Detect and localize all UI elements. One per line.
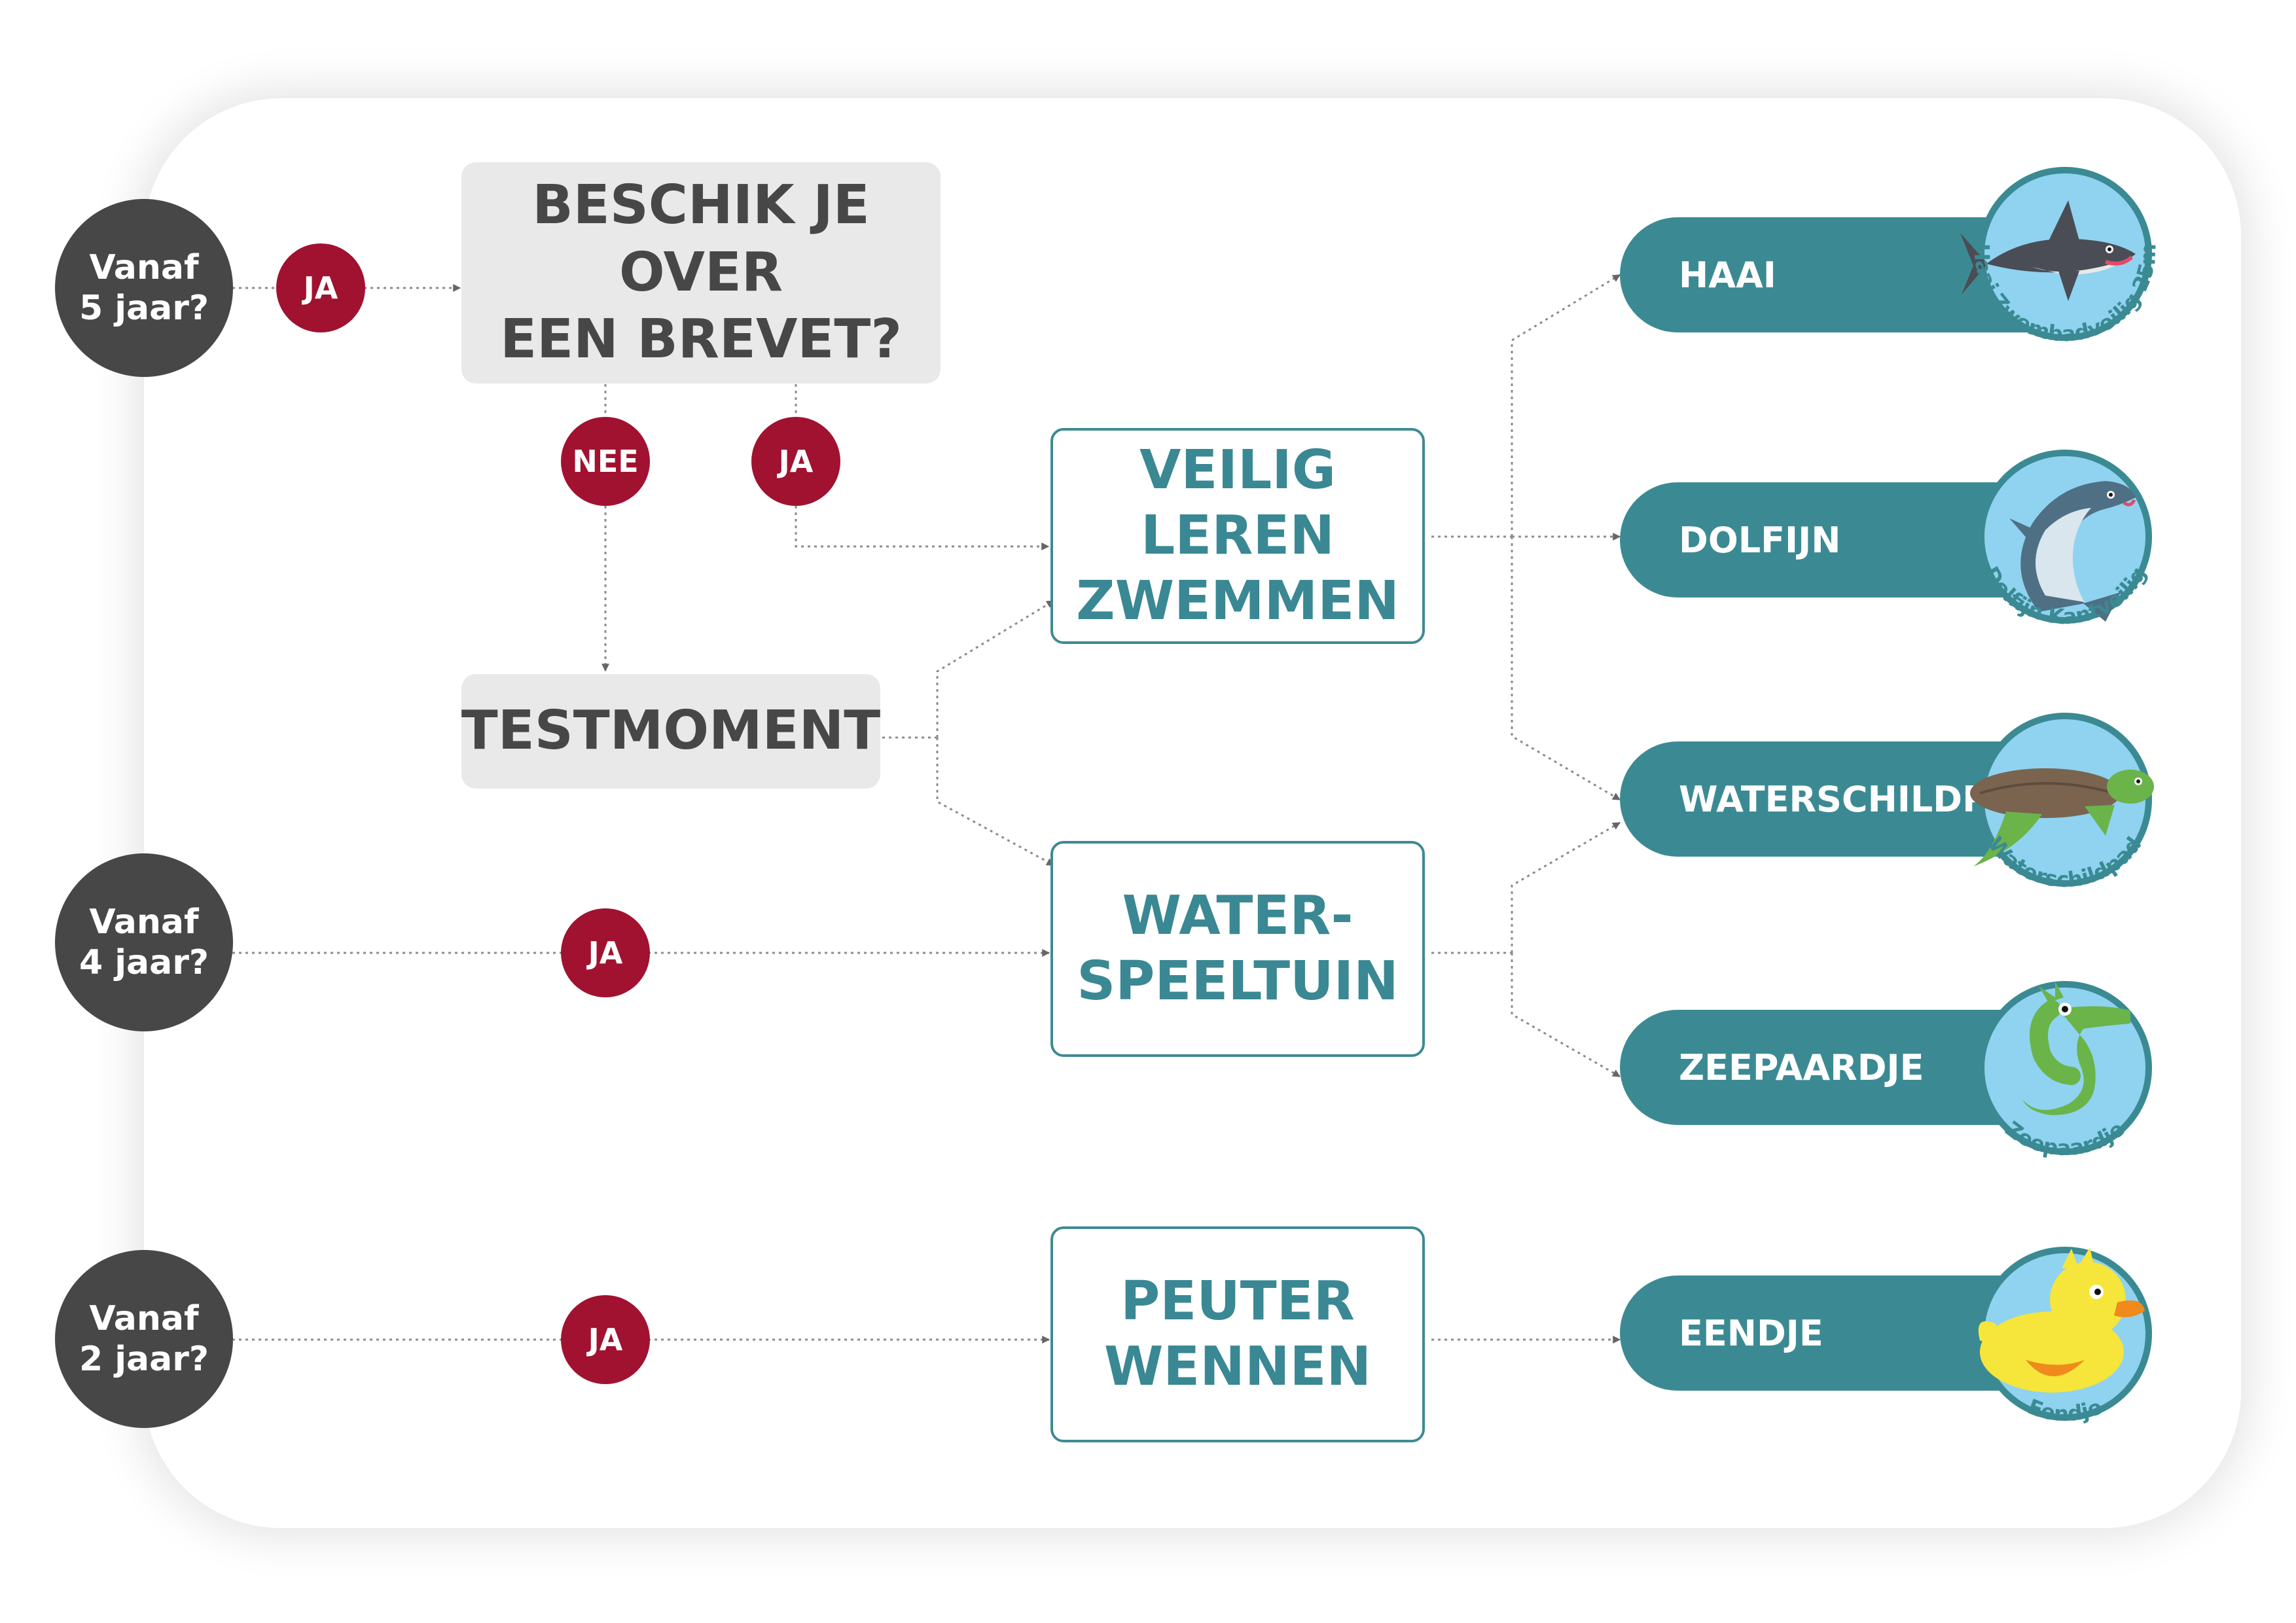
level-veilig-leren-zwemmen: VEILIG LEREN ZWEMMEN: [1050, 428, 1425, 644]
question-testmoment: TESTMOMENT: [461, 674, 880, 789]
answer-ja-age2: JA: [561, 1295, 650, 1384]
line-to-haai: [1511, 274, 1621, 537]
line-to-zeepaardje: [1511, 953, 1621, 1078]
badge-zeepaardje: ZEEPAARDJE: [1620, 1010, 2039, 1125]
seahorse-icon: [2022, 982, 2130, 1115]
badge-dolfijn: DOLFIJN: [1620, 482, 2039, 597]
badge-eendje-label: EENDJE: [1679, 1312, 1823, 1354]
badge-haai-label: HAAI: [1679, 254, 1776, 296]
line-water-to-waterschildpad: [1511, 821, 1621, 953]
medal-zeepaardje: Zeepaardje: [1978, 981, 2152, 1160]
badge-zeepaardje-label: ZEEPAARDJE: [1679, 1046, 1924, 1088]
question-brevet: BESCHIK JE OVER EEN BREVET?: [461, 162, 941, 383]
answer-nee-brevet: NEE: [561, 417, 650, 506]
answer-ja-age4: JA: [561, 908, 650, 997]
turtle-icon: [1970, 768, 2154, 866]
line-ja-veilig: [795, 506, 1050, 550]
level-peuter-wennen: PEUTER WENNEN: [1050, 1226, 1425, 1442]
level-waterspeeltuin: WATER- SPEELTUIN: [1050, 841, 1425, 1057]
badge-haai: HAAI: [1620, 217, 2039, 332]
line-veilig-to-waterschildpad: [1511, 537, 1621, 801]
medal-eendje: Eendje: [1978, 1247, 2152, 1426]
medal-waterschildpad: Waterschildpad: [1970, 713, 2154, 892]
answer-ja-brevet: JA: [751, 417, 840, 506]
age-4-circle: Vanaf 4 jaar?: [55, 853, 233, 1031]
badge-dolfijn-label: DOLFIJN: [1679, 519, 1841, 561]
age-2-circle: Vanaf 2 jaar?: [55, 1250, 233, 1428]
medal-dolfijn: Dolfijn Kantveilig: [1978, 450, 2152, 630]
badge-waterschildpad: WATERSCHILDPAD: [1620, 741, 2041, 857]
medal-haai: Haai Zwembadveilig 25m: [1960, 167, 2161, 346]
line-test-veilig: [936, 599, 1055, 738]
shark-icon: [1960, 200, 2136, 301]
age-5-circle: Vanaf 5 jaar?: [55, 199, 233, 377]
dolphin-icon: [2009, 481, 2136, 622]
answer-ja-age5: JA: [276, 243, 365, 332]
line-test-water: [936, 738, 1055, 866]
duck-icon: [1978, 1247, 2145, 1393]
badge-eendje: EENDJE: [1620, 1275, 2039, 1391]
